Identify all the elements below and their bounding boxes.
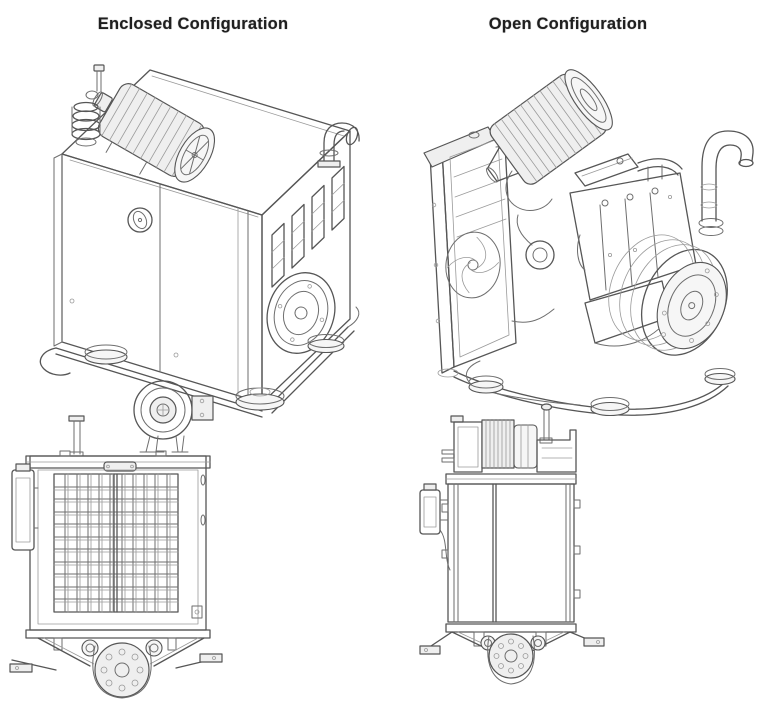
intake-stack <box>71 64 105 147</box>
side-tank <box>11 463 39 551</box>
enclosed-configuration-title: Enclosed Configuration <box>97 15 289 33</box>
open-front-drawing <box>419 403 605 685</box>
side-vent-louvers <box>271 165 345 288</box>
open-configuration-title: Open Configuration <box>488 15 648 33</box>
radiator-front <box>439 473 581 623</box>
base-skid <box>39 306 360 418</box>
enclosed-isometric-drawing <box>39 64 360 418</box>
base-and-feet-open <box>419 623 605 685</box>
radiator-grille <box>53 473 179 613</box>
base-and-feet <box>9 629 223 699</box>
flywheel-housing <box>608 234 728 356</box>
roof-muffler <box>92 83 216 183</box>
fan-housing <box>266 272 336 354</box>
base-frame <box>437 360 736 417</box>
front-muffler <box>133 380 214 453</box>
exhaust-stub-pipe <box>68 415 85 457</box>
open-isometric-drawing <box>423 69 754 417</box>
intake-duct <box>505 170 553 211</box>
engine-top-front <box>441 403 577 473</box>
side-tank-open <box>419 483 449 535</box>
exhaust-pipe <box>698 130 754 236</box>
air-cleaner <box>486 69 613 185</box>
exhaust-elbow <box>317 122 360 168</box>
enclosed-front-drawing <box>9 380 223 699</box>
enclosure-box <box>53 69 351 404</box>
